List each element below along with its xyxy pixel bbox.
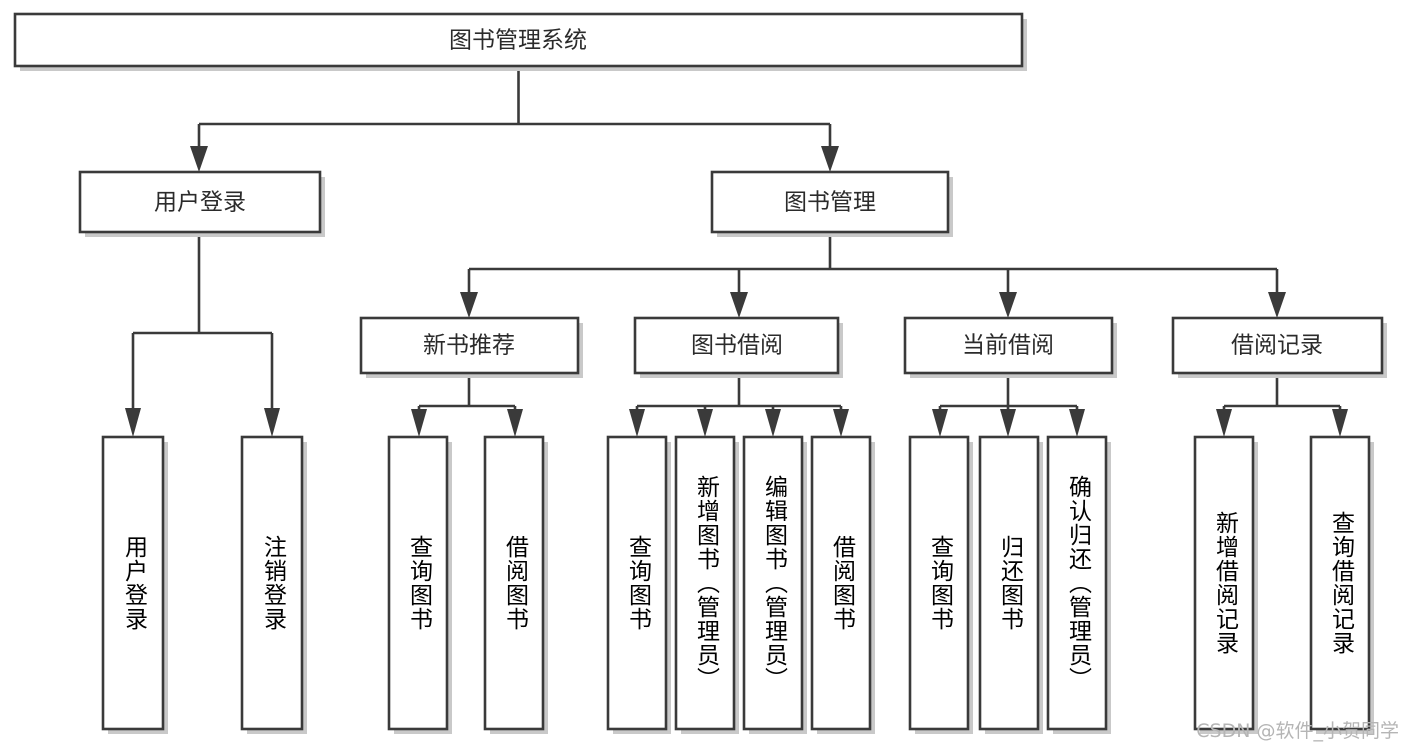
leaf-1-label: 用户登录 bbox=[120, 535, 147, 631]
book-mgmt-label: 图书管理 bbox=[784, 190, 876, 216]
node-new-book-recommend[interactable]: 新书推荐 bbox=[359, 316, 583, 378]
arrowhead-user-login bbox=[190, 146, 208, 172]
leaf-4-label: 借阅图书 bbox=[501, 535, 528, 631]
leaf-6-box bbox=[674, 435, 736, 731]
current-box bbox=[903, 316, 1114, 375]
edges-group bbox=[125, 66, 1348, 437]
leaf-10-box bbox=[978, 435, 1040, 731]
arrowhead-leaf-3 bbox=[411, 409, 427, 437]
node-borrow-record[interactable]: 借阅记录 bbox=[1171, 316, 1387, 378]
root-box bbox=[13, 12, 1024, 68]
node-leaf-borrow-book[interactable]: 借阅图书 bbox=[810, 435, 875, 734]
user-login-label: 用户登录 bbox=[154, 190, 246, 216]
node-leaf-return-book[interactable]: 归还图书 bbox=[978, 435, 1043, 734]
node-leaf-add-borrow-record[interactable]: 新增借阅记录 bbox=[1193, 435, 1258, 734]
node-leaf-edit-book-admin[interactable]: 编辑图书（管理员） bbox=[742, 435, 807, 734]
arrowhead-leaf-2 bbox=[264, 408, 280, 437]
borrow-label: 图书借阅 bbox=[691, 333, 783, 359]
leaf-4-box bbox=[483, 435, 545, 731]
arrowhead-leaf-5 bbox=[629, 409, 645, 437]
record-box bbox=[1171, 316, 1384, 375]
node-leaf-query-borrow-record[interactable]: 查询借阅记录 bbox=[1309, 435, 1374, 734]
arrowhead-book-mgmt bbox=[821, 146, 839, 172]
node-user-login[interactable]: 用户登录 bbox=[78, 170, 325, 237]
arrowhead-borrow bbox=[730, 292, 748, 318]
node-current-borrow[interactable]: 当前借阅 bbox=[903, 316, 1117, 378]
arrowhead-leaf-7 bbox=[765, 409, 781, 437]
node-leaf-query-book-borrow[interactable]: 查询图书 bbox=[606, 435, 671, 734]
arrowhead-record bbox=[1268, 292, 1286, 318]
arrowhead-leaf-8 bbox=[833, 409, 849, 437]
leaf-2-box bbox=[240, 435, 304, 731]
leaf-5-label: 查询图书 bbox=[624, 535, 651, 631]
leaf-10-label: 归还图书 bbox=[996, 535, 1023, 631]
newbook-label: 新书推荐 bbox=[423, 333, 515, 359]
arrowhead-leaf-9 bbox=[932, 409, 948, 437]
node-leaf-confirm-return-admin[interactable]: 确认归还（管理员） bbox=[1046, 435, 1111, 734]
arrowhead-leaf-1 bbox=[125, 408, 141, 437]
arrowhead-newbook bbox=[460, 292, 478, 318]
borrow-box bbox=[633, 316, 840, 375]
leaf-7-box bbox=[742, 435, 804, 731]
leaf-5-box bbox=[606, 435, 668, 731]
leaf-2-label: 注销登录 bbox=[259, 535, 286, 631]
node-book-management[interactable]: 图书管理 bbox=[710, 170, 953, 237]
leaf-11-box bbox=[1046, 435, 1108, 731]
current-label: 当前借阅 bbox=[962, 333, 1054, 359]
node-leaf-user-login[interactable]: 用户登录 bbox=[101, 435, 168, 734]
node-book-borrow[interactable]: 图书借阅 bbox=[633, 316, 843, 378]
leaf-7-label: 编辑图书（管理员） bbox=[760, 475, 787, 691]
arrowhead-leaf-13 bbox=[1332, 409, 1348, 437]
leaf-6-label: 新增图书（管理员） bbox=[692, 475, 719, 691]
leaf-13-box bbox=[1309, 435, 1371, 731]
leaf-12-box bbox=[1193, 435, 1255, 731]
arrowhead-leaf-6 bbox=[697, 409, 713, 437]
newbook-box bbox=[359, 316, 580, 375]
node-leaf-borrow-book-recommend[interactable]: 借阅图书 bbox=[483, 435, 548, 734]
node-leaf-add-book-admin[interactable]: 新增图书（管理员） bbox=[674, 435, 739, 734]
record-label: 借阅记录 bbox=[1231, 333, 1323, 359]
leaf-8-label: 借阅图书 bbox=[828, 535, 855, 631]
leaf-13-label: 查询借阅记录 bbox=[1327, 511, 1354, 655]
leaf-8-box bbox=[810, 435, 872, 731]
node-leaf-query-book-current[interactable]: 查询图书 bbox=[908, 435, 973, 734]
user-login-box bbox=[78, 170, 322, 234]
arrowhead-current bbox=[999, 292, 1017, 318]
arrowhead-leaf-4 bbox=[507, 409, 523, 437]
leaf-1-box bbox=[101, 435, 165, 731]
node-root[interactable]: 图书管理系统 bbox=[13, 12, 1027, 71]
node-leaf-logout[interactable]: 注销登录 bbox=[240, 435, 307, 734]
leaf-3-label: 查询图书 bbox=[405, 535, 432, 631]
arrowhead-leaf-11 bbox=[1069, 409, 1085, 437]
node-leaf-query-book-recommend[interactable]: 查询图书 bbox=[387, 435, 452, 734]
leaf-12-label: 新增借阅记录 bbox=[1211, 511, 1238, 655]
leaf-3-box bbox=[387, 435, 449, 731]
arrowhead-leaf-12 bbox=[1216, 409, 1232, 437]
book-mgmt-box bbox=[710, 170, 950, 234]
leaf-11-label: 确认归还（管理员） bbox=[1064, 475, 1091, 691]
leaf-9-box bbox=[908, 435, 970, 731]
leaf-9-label: 查询图书 bbox=[926, 535, 953, 631]
root-label: 图书管理系统 bbox=[449, 28, 587, 54]
arrowhead-leaf-10 bbox=[1000, 409, 1016, 437]
